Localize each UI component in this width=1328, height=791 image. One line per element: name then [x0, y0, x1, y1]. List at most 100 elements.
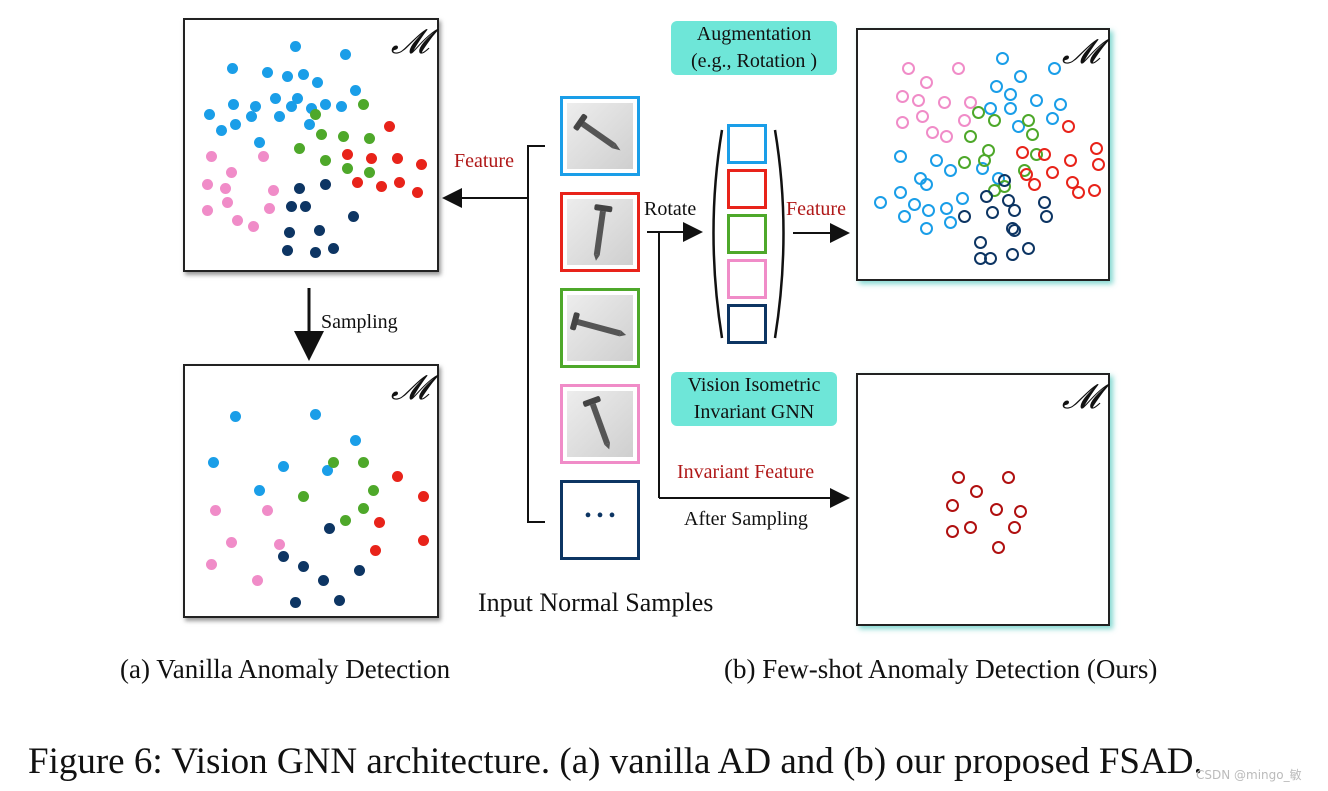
- scatter-dot: [294, 143, 305, 154]
- augmentation-box: Augmentation (e.g., Rotation ): [671, 21, 837, 75]
- manifold-symbol: 𝓜: [1061, 32, 1100, 72]
- scatter-ring: [956, 192, 969, 205]
- screw-image: [567, 295, 633, 361]
- scatter-ring: [1046, 166, 1059, 179]
- scatter-dot: [220, 183, 231, 194]
- scatter-dot: [358, 99, 369, 110]
- after-sampling-label: After Sampling: [684, 508, 808, 530]
- scatter-ring: [1006, 248, 1019, 261]
- scatter-ring: [998, 174, 1011, 187]
- scatter-ring: [984, 252, 997, 265]
- invariant-feature-label: Invariant Feature: [677, 461, 815, 483]
- scatter-dot: [262, 67, 273, 78]
- scatter-dot: [320, 155, 331, 166]
- input-sample-1: [560, 96, 640, 176]
- scatter-dot: [376, 181, 387, 192]
- scatter-ring: [1048, 62, 1061, 75]
- gnn-box: Vision Isometric Invariant GNN: [671, 372, 837, 426]
- vanilla-sampled-space-panel: 𝓜: [183, 364, 439, 618]
- scatter-dot: [394, 177, 405, 188]
- scatter-dot: [334, 595, 345, 606]
- scatter-dot: [208, 457, 219, 468]
- scatter-dot: [310, 247, 321, 258]
- scatter-ring: [938, 96, 951, 109]
- scatter-dot: [298, 561, 309, 572]
- scatter-ring: [1008, 204, 1021, 217]
- scatter-dot: [358, 457, 369, 468]
- scatter-dot: [206, 559, 217, 570]
- scatter-dot: [342, 163, 353, 174]
- scatter-dot: [270, 93, 281, 104]
- augmentation-line1: Augmentation: [696, 23, 812, 45]
- scatter-dot: [286, 101, 297, 112]
- scatter-dot: [226, 537, 237, 548]
- scatter-ring: [1030, 94, 1043, 107]
- scatter-dot: [338, 131, 349, 142]
- scatter-ring: [970, 485, 983, 498]
- scatter-ring: [972, 106, 985, 119]
- scatter-dot: [366, 153, 377, 164]
- watermark: CSDN @mingo_敏: [1196, 768, 1302, 782]
- scatter-dot: [210, 505, 221, 516]
- scatter-dot: [216, 125, 227, 136]
- scatter-dot: [252, 575, 263, 586]
- scatter-dot: [348, 211, 359, 222]
- scatter-ring: [908, 198, 921, 211]
- scatter-dot: [336, 101, 347, 112]
- scatter-dot: [258, 151, 269, 162]
- scatter-dot: [206, 151, 217, 162]
- input-sample-2: [560, 192, 640, 272]
- figure-caption: Figure 6: Vision GNN architecture. (a) v…: [28, 741, 1203, 782]
- scatter-dot: [350, 85, 361, 96]
- scatter-dot: [268, 185, 279, 196]
- screw-image: [567, 199, 633, 265]
- scatter-dot: [384, 121, 395, 132]
- scatter-ring: [958, 210, 971, 223]
- scatter-dot: [310, 409, 321, 420]
- scatter-dot: [230, 411, 241, 422]
- scatter-ring: [1038, 148, 1051, 161]
- gnn-line1: Vision Isometric: [687, 374, 821, 396]
- scatter-dot: [342, 149, 353, 160]
- scatter-ring: [1088, 184, 1101, 197]
- scatter-ring: [1002, 471, 1015, 484]
- scatter-dot: [322, 465, 333, 476]
- scatter-ring: [1004, 102, 1017, 115]
- scatter-ring: [1008, 224, 1021, 237]
- scatter-dot: [254, 137, 265, 148]
- scatter-dot: [324, 523, 335, 534]
- scatter-dot: [368, 485, 379, 496]
- ellipsis: • • •: [584, 505, 616, 527]
- scatter-ring: [1046, 112, 1059, 125]
- scatter-ring: [1040, 210, 1053, 223]
- scatter-ring: [894, 186, 907, 199]
- scatter-ring: [1072, 186, 1085, 199]
- scatter-dot: [278, 551, 289, 562]
- scatter-ring: [964, 521, 977, 534]
- scatter-ring: [986, 206, 999, 219]
- scatter-dot: [227, 63, 238, 74]
- screw-icon: [582, 396, 611, 450]
- scatter-dot: [222, 197, 233, 208]
- scatter-ring: [1008, 521, 1021, 534]
- manifold-symbol: 𝓜: [390, 22, 429, 62]
- screw-icon: [570, 312, 627, 337]
- scatter-ring: [894, 150, 907, 163]
- scatter-dot: [282, 245, 293, 256]
- scatter-dot: [306, 103, 317, 114]
- rotation-box-pink: [727, 259, 767, 299]
- scatter-dot: [290, 41, 301, 52]
- scatter-ring: [990, 503, 1003, 516]
- scatter-ring: [958, 114, 971, 127]
- scatter-ring: [1062, 120, 1075, 133]
- right-paren: [773, 129, 785, 339]
- scatter-ring: [926, 126, 939, 139]
- gnn-line2: Invariant GNN: [693, 401, 815, 423]
- scatter-dot: [300, 201, 311, 212]
- scatter-dot: [314, 225, 325, 236]
- scatter-dot: [298, 69, 309, 80]
- scatter-dot: [364, 133, 375, 144]
- scatter-dot: [328, 243, 339, 254]
- scatter-ring: [930, 154, 943, 167]
- vanilla-feature-space-panel: 𝓜: [183, 18, 439, 272]
